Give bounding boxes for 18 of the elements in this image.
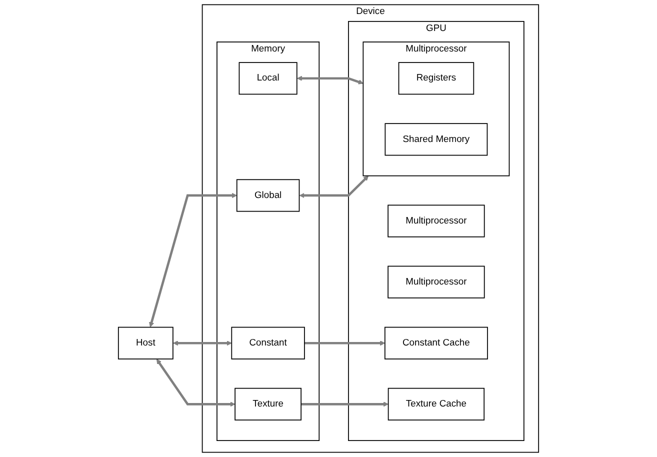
node-box: Host xyxy=(118,326,174,360)
node-box: Local xyxy=(238,62,298,95)
arrow xyxy=(301,402,389,407)
arrow xyxy=(149,192,238,328)
node-box: Shared Memory xyxy=(384,123,488,156)
node-box: Global xyxy=(236,179,300,212)
node-box: Multiprocessor xyxy=(388,204,485,238)
arrow xyxy=(296,76,364,84)
arrow xyxy=(304,340,386,346)
node-box: Multiprocessor xyxy=(388,266,485,298)
node-box: Texture Cache xyxy=(388,388,485,420)
arrow xyxy=(299,176,369,198)
node-box: Constant Cache xyxy=(384,326,488,360)
arrow xyxy=(172,340,232,346)
node-box: Registers xyxy=(398,62,474,95)
arrow xyxy=(156,358,236,407)
node-box: Texture xyxy=(234,388,302,420)
node-box: Constant xyxy=(231,326,305,360)
